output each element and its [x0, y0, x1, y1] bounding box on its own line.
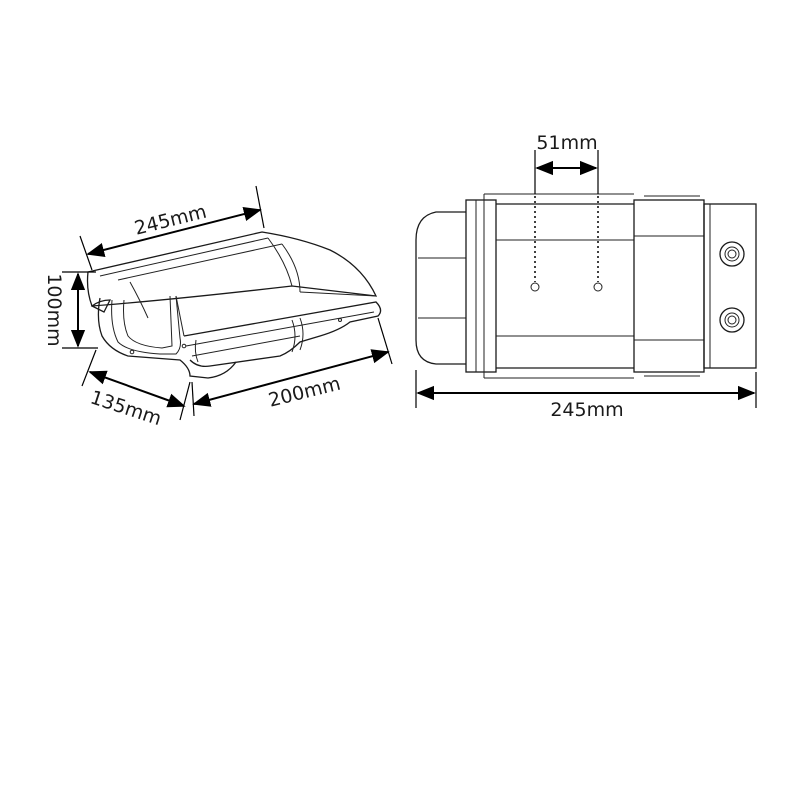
cable-gland-bottom: [719, 307, 745, 333]
cable-gland-top: [719, 241, 745, 267]
width-label: 135mm: [88, 387, 165, 431]
dimension-length-perspective: 245mm: [79, 185, 265, 271]
dimension-height-perspective: 100mm: [43, 271, 98, 349]
dimension-depth-perspective: 200mm: [191, 317, 393, 417]
bottom-length-label: 245mm: [550, 399, 623, 421]
dimension-length-bottom: 245mm: [415, 370, 757, 421]
dimension-width-perspective: 135mm: [81, 349, 191, 431]
depth-label: 200mm: [266, 373, 342, 412]
dimension-hole-spacing: 51mm: [534, 132, 599, 282]
spacing-label: 51mm: [536, 132, 597, 154]
height-label: 100mm: [43, 273, 65, 346]
perspective-housing-drawing: [86, 231, 382, 379]
bottom-view-housing-drawing: [415, 193, 757, 379]
